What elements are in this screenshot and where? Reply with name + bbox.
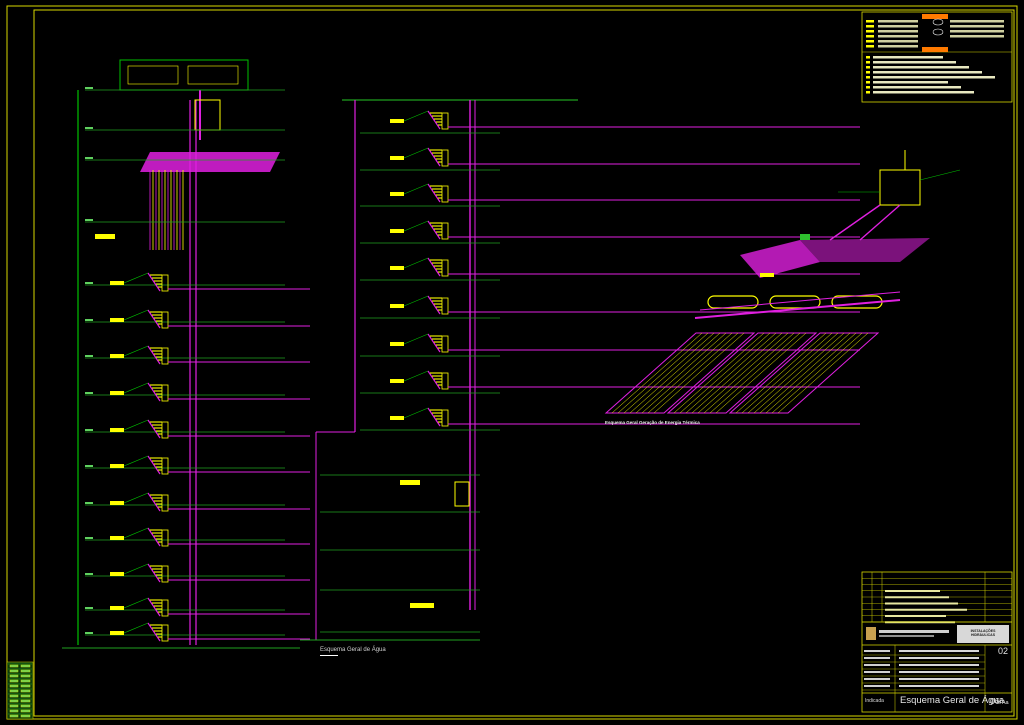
- storage-tank: [707, 295, 759, 309]
- fixture-cluster: [390, 295, 860, 315]
- isometric-diagram: [604, 150, 961, 414]
- fixture-cluster: [390, 183, 860, 203]
- fixture-cluster: [390, 220, 860, 240]
- fixture-cluster: [390, 257, 860, 277]
- iso-diagram-title: Esquema Geral Geração de Energia Térmica: [605, 420, 700, 425]
- fixture-cluster: [110, 455, 310, 475]
- revision-strip: [6, 661, 34, 720]
- fixture-cluster: [110, 382, 310, 402]
- solar-collector-bank: [604, 332, 756, 414]
- fixture-cluster: [110, 419, 310, 439]
- title-block-scale: Indicada: [865, 698, 884, 704]
- fixture-cluster: [390, 110, 860, 130]
- title-block: [861, 571, 1013, 713]
- riser-diagram-left: [62, 59, 310, 649]
- legend-valve-icon: [932, 18, 944, 26]
- title-block-sheet-of: 06/Aa: [990, 697, 1009, 707]
- sheet-of-value: 06/: [990, 696, 1002, 706]
- fixture-cluster: [110, 272, 310, 292]
- fixture-cluster: [390, 147, 860, 167]
- legend-meter-icon: [932, 28, 944, 36]
- legend-block: [861, 11, 1013, 103]
- company-logo-icon: [866, 627, 876, 640]
- title-block-logo-text: INSTALAÇÕES HIDRÁULICAS: [970, 629, 996, 638]
- solar-collector-bank: [728, 332, 880, 414]
- main-diagram-title: Esquema Geral de Água: [320, 647, 386, 653]
- fixture-cluster: [390, 333, 860, 353]
- sheet-frame: [6, 5, 1018, 720]
- riser-diagram-middle: [300, 99, 860, 641]
- fixture-cluster: [390, 407, 860, 427]
- fixture-cluster: [390, 370, 860, 390]
- iso-manifold: [740, 240, 820, 278]
- discipline-logo: [957, 625, 1009, 643]
- fixture-cluster: [110, 597, 310, 617]
- fixture-cluster: [110, 309, 310, 329]
- main-title-underline: [320, 655, 338, 656]
- title-block-drawing-title: Esquema Geral de Água: [900, 695, 1005, 706]
- fixture-cluster: [110, 622, 310, 642]
- distribution-manifold: [140, 152, 280, 172]
- title-block-sheet-number: 02: [998, 646, 1009, 656]
- storage-tank: [769, 295, 821, 309]
- fixture-cluster: [110, 492, 310, 512]
- fixture-cluster: [110, 527, 310, 547]
- solar-collector-bank: [666, 332, 818, 414]
- fixture-cluster: [110, 563, 310, 583]
- fixture-cluster: [110, 345, 310, 365]
- sheet-suffix: Aa: [1001, 700, 1009, 706]
